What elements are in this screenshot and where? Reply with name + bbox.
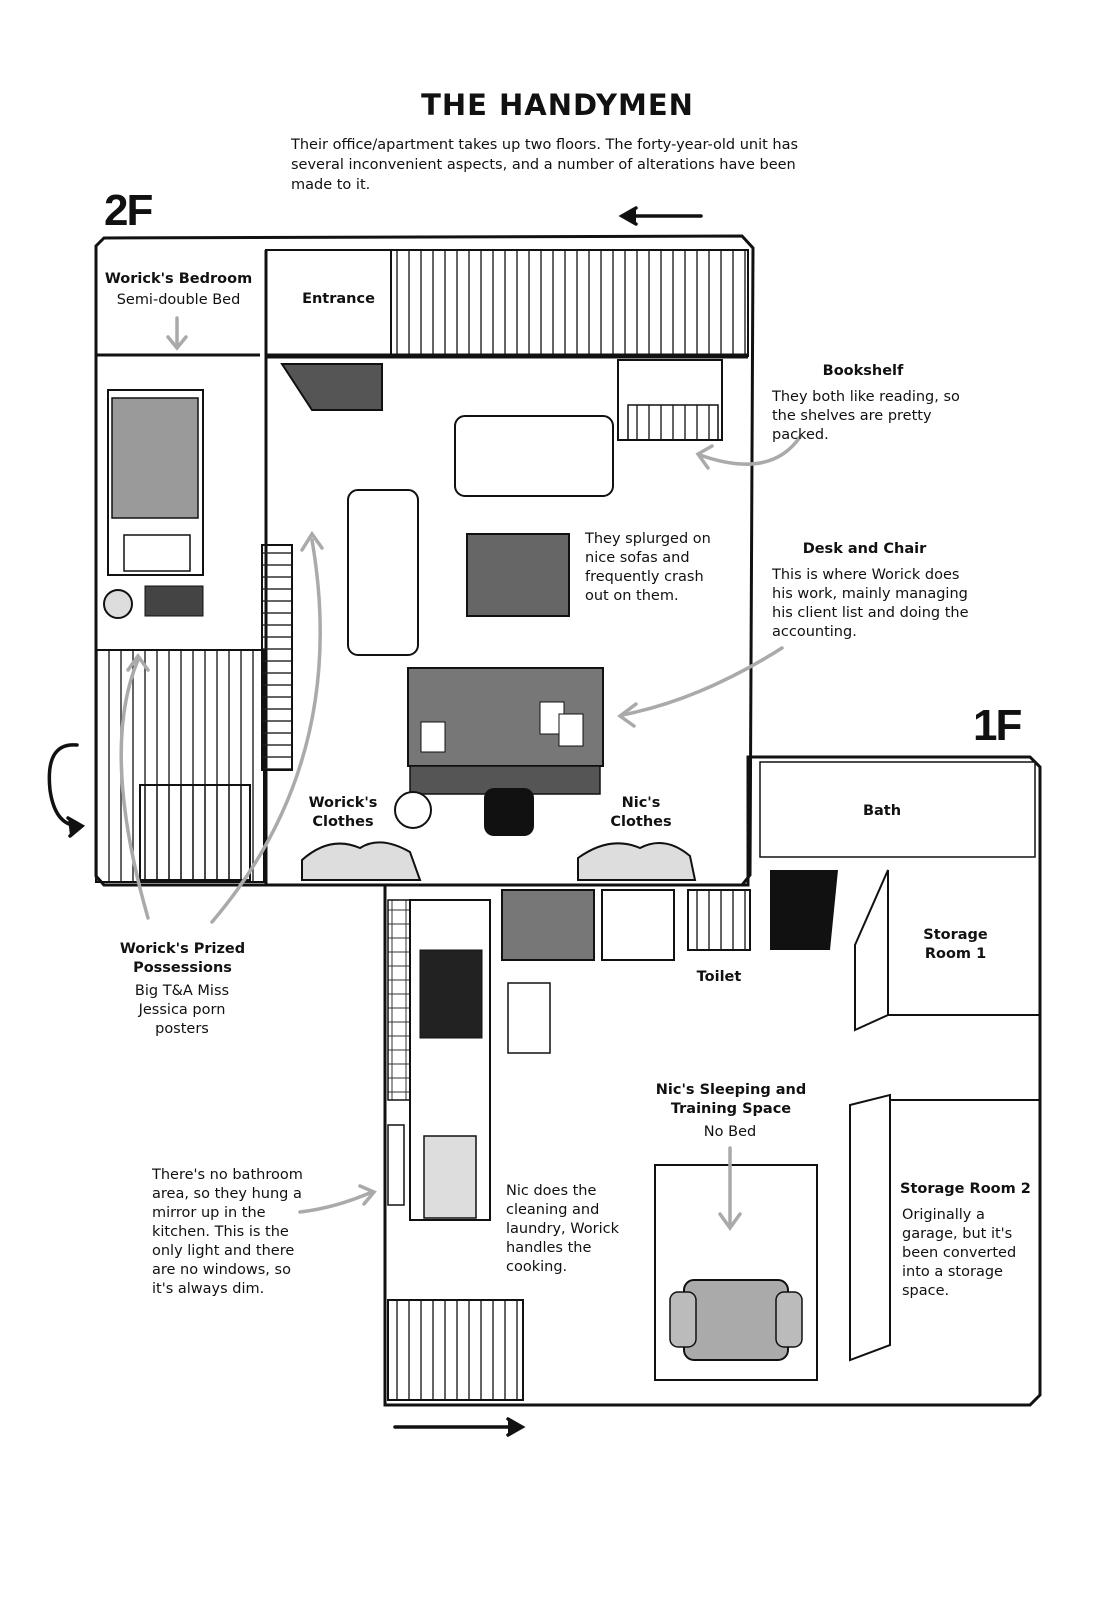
desk-drawing: [394, 667, 604, 836]
entrance-label: Entrance: [302, 291, 375, 307]
sofa-drawing: [347, 415, 614, 656]
storage2-label: Storage Room 2: [900, 1181, 1031, 1197]
intro-text: Their office/apartment takes up two floo…: [291, 137, 799, 193]
worick-clothes-label: Worick's Clothes: [308, 795, 378, 830]
armchair-drawing: [654, 1164, 818, 1381]
possessions-desc: Big T&A Miss Jessica porn posters: [134, 983, 230, 1037]
nic-space-desc: No Bed: [703, 1124, 757, 1140]
bookshelf-label: Bookshelf: [822, 363, 904, 379]
toilet-label: Toilet: [696, 969, 742, 985]
sofa-note: They splurged on nice sofas and frequent…: [585, 531, 711, 604]
arrow-right-icon: [393, 1417, 526, 1437]
page-title: THE HANDYMEN: [421, 88, 694, 122]
floor-label-1f: 1F: [973, 701, 1022, 750]
bath-label: Bath: [862, 803, 902, 819]
curved-arrow-icon: [47, 743, 86, 838]
bookshelf-desc: They both like reading, so the shelves a…: [772, 389, 960, 443]
mirror-note: There's no bathroom area, so they hung a…: [152, 1167, 303, 1297]
cleaning-note: Nic does the cleaning and laundry, Woric…: [506, 1183, 619, 1275]
desk-desc: This is where Worick does his work, main…: [772, 567, 969, 640]
nic-clothes-label: Nic's Clothes: [610, 795, 672, 830]
pointer-arrows: [119, 316, 802, 1232]
kitchen-counter-drawing: [387, 899, 491, 1221]
first-floor-outline: [383, 755, 1042, 1407]
nic-space-label: Nic's Sleeping and Training Space: [655, 1082, 807, 1117]
arrow-left-icon: [618, 206, 703, 226]
bed-drawing: [103, 389, 204, 619]
desk-label: Desk and Chair: [802, 541, 927, 557]
possessions-label: Worick's Prized Possessions: [119, 941, 246, 976]
storage1-label: Storage Room 1: [923, 927, 988, 962]
floor-label-2f: 2F: [104, 186, 153, 235]
bedroom-label: Worick's Bedroom: [104, 271, 253, 287]
bedroom-desc: Semi-double Bed: [116, 292, 241, 308]
storage2-desc: Originally a garage, but it's been conve…: [902, 1207, 1017, 1299]
